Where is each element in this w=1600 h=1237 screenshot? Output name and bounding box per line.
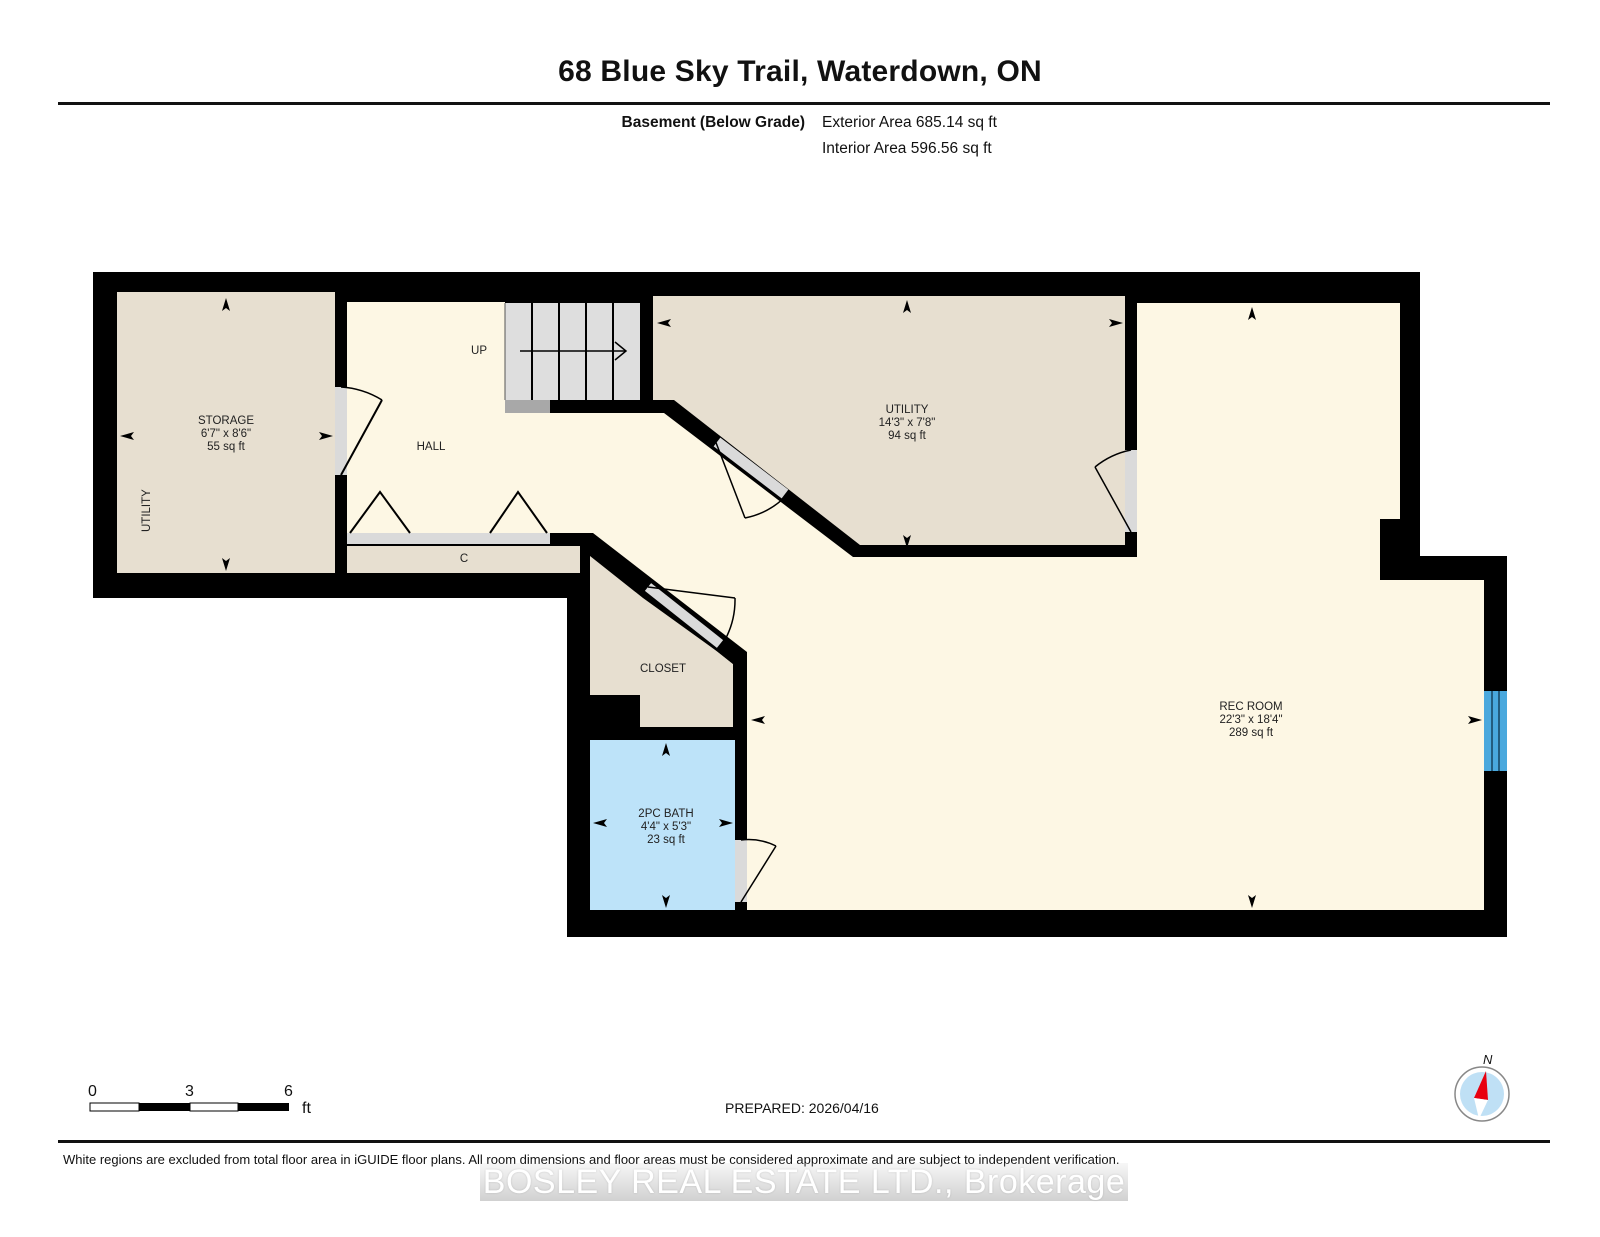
scale-bar [89,1102,289,1112]
header-divider [58,102,1550,105]
page-title: 68 Blue Sky Trail, Waterdown, ON [558,55,1042,88]
compass-north-label: N [1483,1052,1493,1067]
room-c [347,546,580,573]
room-label-bath: 2PC BATH 4'4" x 5'3" 23 sq ft [638,808,694,846]
room-storage [117,292,335,573]
room-bath [590,740,735,910]
room-label-rec-room: REC ROOM 22'3" x 18'4" 289 sq ft [1219,701,1283,739]
floor-level-label: Basement (Below Grade) [621,114,805,131]
compass-icon [1454,1066,1510,1122]
prepared-date: PREPARED: 2026/04/16 [725,1100,879,1116]
room-label-hall: HALL [416,441,446,453]
room-hall-rec [347,302,1484,910]
room-label-closet: CLOSET [639,663,687,675]
room-label-utility-small: UTILITY [141,489,153,532]
room-label-storage: STORAGE 6'7" x 8'6" 55 sq ft [197,415,255,453]
stairs-up-label: UP [471,345,487,357]
room-label-utility: UTILITY 14'3" x 7'8" 94 sq ft [878,404,936,442]
exterior-area: Exterior Area 685.14 sq ft [822,114,997,131]
brokerage-watermark: BOSLEY REAL ESTATE LTD., Brokerage [480,1163,1128,1201]
interior-area: Interior Area 596.56 sq ft [822,140,992,157]
dimension-markers [120,298,1482,908]
room-label-c: C [459,553,469,565]
room-closet [590,556,733,727]
window [1484,691,1507,771]
room-utility [653,296,1125,552]
